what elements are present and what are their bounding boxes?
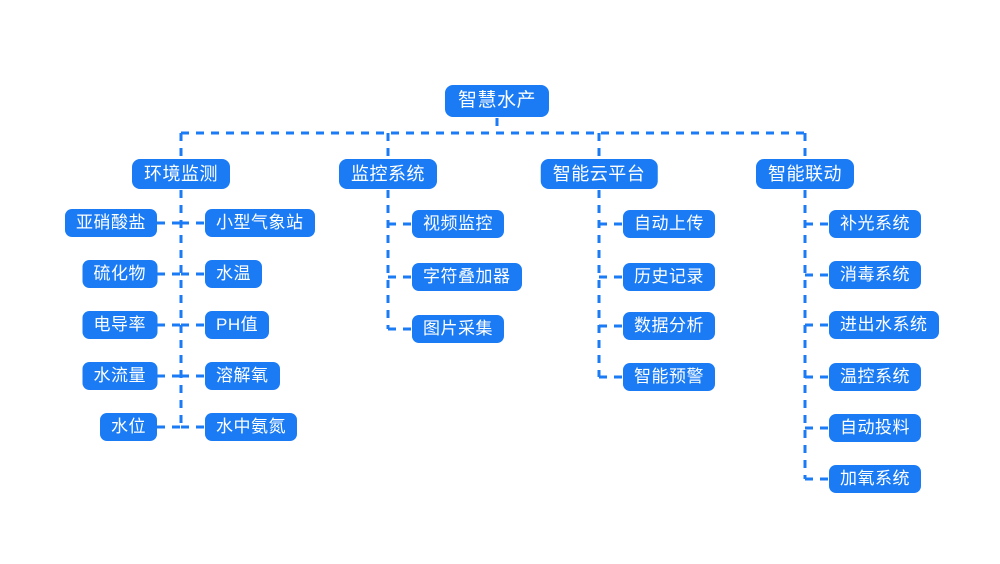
branch-node-监控系统[interactable]: 监控系统 [339, 159, 437, 189]
leaf-node-数据分析[interactable]: 数据分析 [623, 312, 715, 340]
leaf-node-进出水系统[interactable]: 进出水系统 [829, 311, 939, 339]
root-node-智慧水产[interactable]: 智慧水产 [444, 85, 550, 117]
leaf-node-历史记录[interactable]: 历史记录 [623, 263, 715, 291]
leaf-node-亚硝酸盐[interactable]: 亚硝酸盐 [65, 209, 157, 237]
leaf-node-水流量[interactable]: 水流量 [82, 362, 157, 390]
leaf-node-自动上传[interactable]: 自动上传 [623, 210, 715, 238]
leaf-node-消毒系统[interactable]: 消毒系统 [829, 261, 921, 289]
leaf-node-水中氨氮[interactable]: 水中氨氮 [205, 413, 297, 441]
leaf-node-硫化物[interactable]: 硫化物 [82, 260, 157, 288]
leaf-node-加氧系统[interactable]: 加氧系统 [829, 465, 921, 493]
leaf-node-自动投料[interactable]: 自动投料 [829, 414, 921, 442]
leaf-node-PH值[interactable]: PH值 [205, 311, 270, 339]
branch-node-环境监测[interactable]: 环境监测 [132, 159, 230, 189]
leaf-node-图片采集[interactable]: 图片采集 [412, 315, 504, 343]
leaf-node-水位[interactable]: 水位 [100, 413, 157, 441]
leaf-node-补光系统[interactable]: 补光系统 [829, 210, 921, 238]
leaf-node-溶解氧[interactable]: 溶解氧 [205, 362, 280, 390]
leaf-node-小型气象站[interactable]: 小型气象站 [205, 209, 315, 237]
leaf-node-温控系统[interactable]: 温控系统 [829, 363, 921, 391]
leaf-node-视频监控[interactable]: 视频监控 [412, 210, 504, 238]
leaf-node-字符叠加器[interactable]: 字符叠加器 [412, 263, 522, 291]
leaf-node-水温[interactable]: 水温 [205, 260, 262, 288]
leaf-node-电导率[interactable]: 电导率 [82, 311, 157, 339]
leaf-node-智能预警[interactable]: 智能预警 [623, 363, 715, 391]
branch-node-智能联动[interactable]: 智能联动 [756, 159, 854, 189]
branch-node-智能云平台[interactable]: 智能云平台 [540, 159, 658, 189]
